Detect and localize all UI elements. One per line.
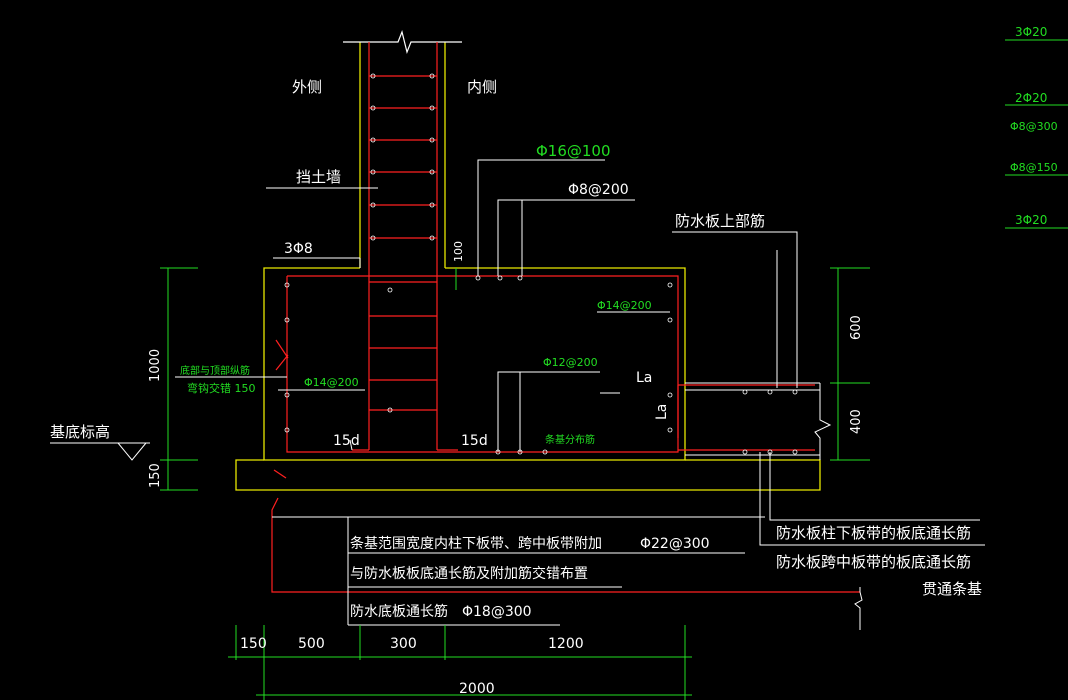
fifteen-d-left-label: 15d (333, 433, 360, 449)
column-strip-bottom-label: 防水板柱下板带的板底通长筋 (776, 524, 971, 542)
rebar-dots (284, 73, 798, 455)
phi16-100-label: Φ16@100 (536, 142, 611, 160)
phi12-200-label: Φ12@200 (543, 356, 598, 369)
dim-150-vertical: 150 (148, 463, 163, 488)
dim-1200: 1200 (548, 636, 584, 652)
note-line2: 与防水板板底通长筋及附加筋交错布置 (350, 565, 588, 582)
phi8-200-label: Φ8@200 (568, 182, 629, 198)
wall-break-mark (343, 30, 462, 54)
dim-500: 500 (298, 636, 325, 652)
side-table-item: 2Φ20 (1015, 91, 1047, 105)
strip-distribution-bar-label: 条基分布筋 (545, 433, 595, 446)
slab-top-rebar-label: 防水板上部筋 (675, 212, 765, 230)
side-table-item: 3Φ20 (1015, 25, 1047, 39)
dim-300: 300 (390, 636, 417, 652)
concrete-outline (235, 42, 821, 491)
note-line1: 条基范围宽度内柱下板带、跨中板带附加 (350, 535, 602, 552)
phi14-200-right-label: Φ14@200 (597, 299, 652, 312)
outer-side-label: 外侧 (292, 78, 322, 96)
inner-side-label: 内侧 (467, 78, 497, 96)
side-table-item: Φ8@300 (1010, 120, 1058, 133)
note-line3: 防水底板通长筋 (350, 603, 448, 620)
dim-2000: 2000 (459, 681, 495, 697)
side-table-item: 3Φ20 (1015, 213, 1047, 227)
waterproof-slab (685, 382, 832, 460)
dimension-lines (160, 39, 1068, 700)
side-rebar-table: 3Φ20 2Φ20 Φ8@300 Φ8@150 3Φ20 (1010, 25, 1058, 227)
base-elevation-label: 基底标高 (50, 423, 110, 441)
note-phi22-label: Φ22@300 (640, 536, 710, 552)
fifteen-d-right-label: 15d (461, 433, 488, 449)
leader-lines (50, 159, 985, 630)
la-vertical-label: La (654, 404, 670, 420)
dim-150-horizontal: 150 (240, 636, 267, 652)
three-phi8-label: 3Φ8 (284, 241, 313, 257)
through-strip-label: 贯通条基 (922, 580, 982, 598)
note-phi18-label: Φ18@300 (462, 604, 532, 620)
phi14-200-left-label: Φ14@200 (304, 376, 359, 389)
bottom-top-long-bar-label-1: 底部与顶部纵筋 (180, 364, 250, 377)
middle-strip-bottom-label: 防水板跨中板带的板底通长筋 (776, 553, 971, 571)
dim-400: 400 (849, 409, 864, 434)
bottom-top-long-bar-label-2: 弯钩交错 150 (187, 381, 256, 395)
dim-1000: 1000 (148, 349, 163, 382)
retaining-wall-label: 挡土墙 (296, 168, 341, 186)
rebar-lines (271, 42, 860, 593)
dim-600: 600 (849, 315, 864, 340)
side-table-item: Φ8@150 (1010, 161, 1058, 174)
la-horizontal-label: La (636, 370, 652, 386)
dim-100-label: 100 (452, 241, 465, 262)
